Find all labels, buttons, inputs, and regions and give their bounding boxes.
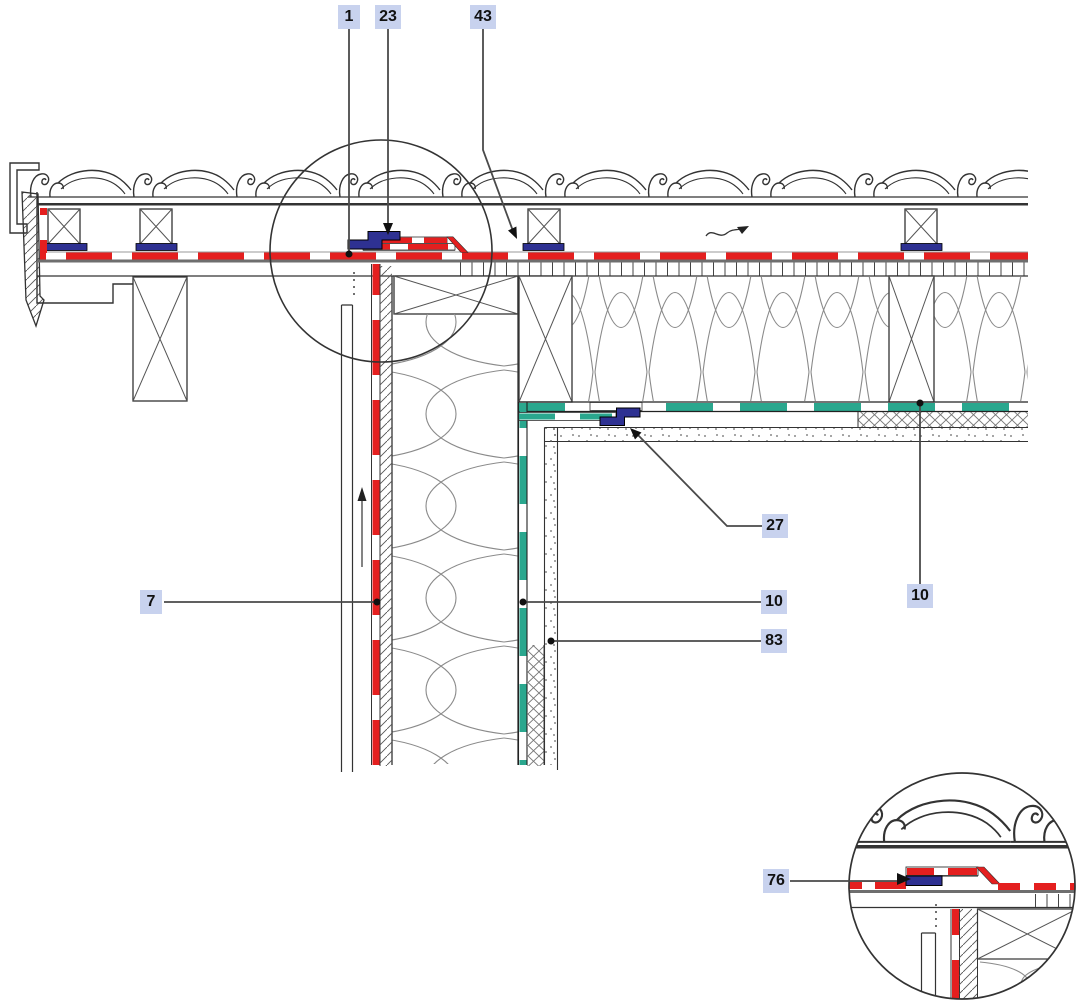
vapour-barrier-teal (517, 401, 1028, 765)
roof-tiles (28, 169, 1028, 198)
callout-7: 7 (140, 590, 162, 614)
leader-lines (164, 29, 921, 882)
wall-cladding-batten (340, 304, 354, 772)
wall-insulation (392, 314, 518, 764)
callout-43: 43 (470, 5, 496, 29)
callout-83: 83 (761, 629, 787, 653)
callout-10-ceiling: 10 (907, 584, 933, 608)
detail-circle-enlarged (848, 772, 1076, 1000)
callout-10-wall: 10 (761, 590, 787, 614)
ceiling-board (544, 426, 1028, 443)
sarking-membrane-red (37, 208, 1028, 263)
counter-battens (47, 208, 938, 245)
tile-batten-line (37, 203, 1028, 206)
leader-dots (345, 250, 924, 645)
roof-sheathing (37, 262, 1028, 277)
callout-27: 27 (762, 514, 788, 538)
airflow-squiggle (705, 226, 749, 237)
fascia-soffit-edge (36, 192, 133, 304)
detail-circle-enlarged-content (849, 799, 1075, 999)
nail-seal-tapes (45, 243, 943, 251)
callout-76: 76 (763, 869, 789, 893)
rafters (132, 275, 935, 403)
roof-insulation-right (934, 277, 1028, 401)
callout-23: 23 (375, 5, 401, 29)
bargeboard (21, 191, 45, 328)
wall-membrane-red (371, 264, 381, 766)
detail-circle-main (269, 139, 493, 363)
ceiling-lattice-strip (857, 412, 1028, 428)
wall-sheathing-hatch (380, 266, 392, 766)
callout-1: 1 (338, 5, 360, 29)
ventilation-arrow-up (357, 487, 367, 567)
ceiling-seal-clip (599, 407, 641, 426)
leader-arrowheads (383, 223, 911, 885)
wall-lattice-strip (527, 645, 544, 766)
wall-interior-board (543, 427, 559, 770)
roof-insulation (572, 277, 889, 401)
membrane-seal-clip (347, 231, 401, 250)
